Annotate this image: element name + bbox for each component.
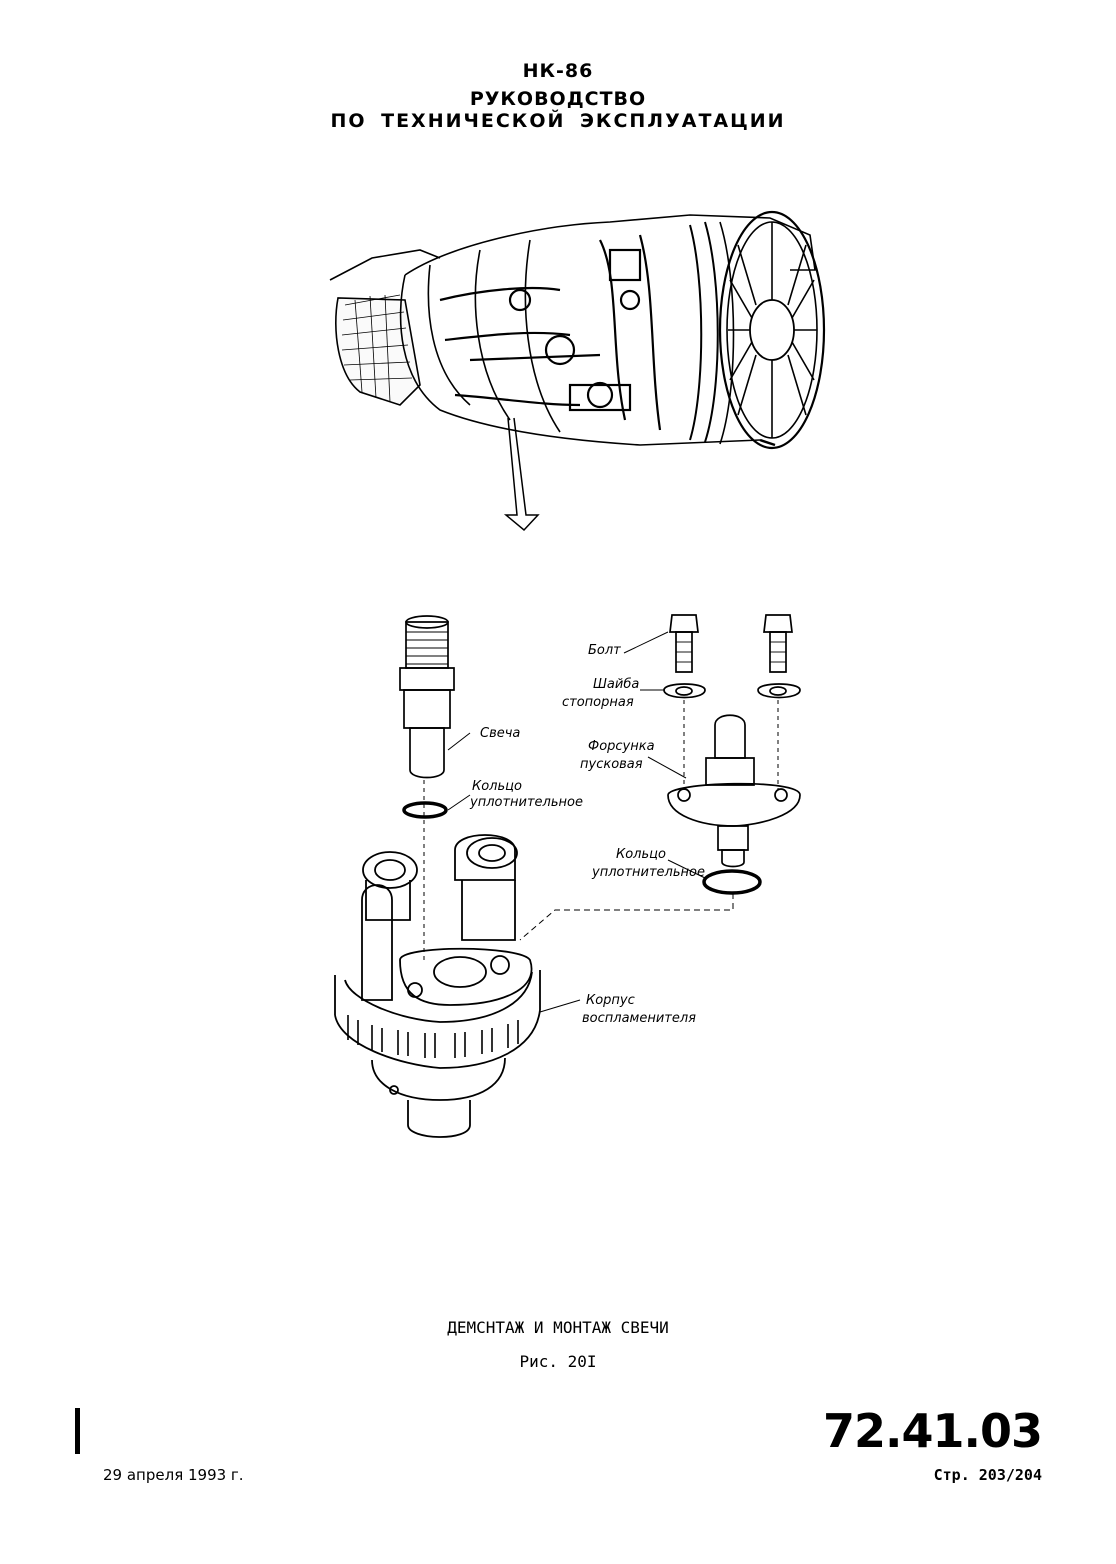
revision-bar bbox=[75, 1408, 80, 1454]
callout-arrow bbox=[503, 417, 540, 532]
figure-number: Рис. 20I bbox=[519, 1352, 597, 1371]
page-number: Стр. 203/204 bbox=[933, 1466, 1042, 1484]
label-housing-line1: Корпус bbox=[586, 993, 635, 1008]
label-spark-plug: Свеча bbox=[480, 726, 520, 741]
label-ring-right-line1: Кольцо bbox=[616, 847, 666, 862]
leader-lines bbox=[447, 631, 706, 1013]
label-ring-right-line2: уплотнительное bbox=[591, 865, 705, 880]
igniter-housing-drawing bbox=[334, 834, 541, 1138]
manual-title-line1: РУКОВОДСТВО bbox=[469, 88, 647, 110]
label-bolt: Болт bbox=[588, 643, 621, 658]
label-washer-line1: Шайба bbox=[593, 677, 639, 692]
label-housing-line2: воспламенителя bbox=[582, 1011, 696, 1026]
engine-drawing bbox=[329, 210, 826, 450]
label-ring-left-line2: уплотнительное bbox=[469, 795, 583, 810]
manual-title-line2: ПО ТЕХНИЧЕСКОЙ ЭКСПЛУАТАЦИИ bbox=[330, 110, 786, 132]
engine-model: НК-86 bbox=[522, 60, 594, 82]
document-number: 72.41.03 bbox=[823, 1404, 1043, 1458]
label-washer-line2: стопорная bbox=[562, 695, 634, 710]
figure-illustration: Болт Шайба стопорная Свеча Форсунка пуск… bbox=[329, 210, 826, 1138]
revision-date: 29 апреля 1993 г. bbox=[103, 1466, 244, 1484]
injector-assembly-drawing bbox=[519, 614, 801, 941]
label-injector-line1: Форсунка bbox=[588, 739, 655, 754]
figure-caption: ДЕМСНТАЖ И МОНТАЖ СВЕЧИ bbox=[447, 1318, 669, 1337]
label-injector-line2: пусковая bbox=[580, 757, 643, 772]
label-ring-left-line1: Кольцо bbox=[472, 779, 522, 794]
spark-plug-drawing bbox=[399, 615, 455, 900]
